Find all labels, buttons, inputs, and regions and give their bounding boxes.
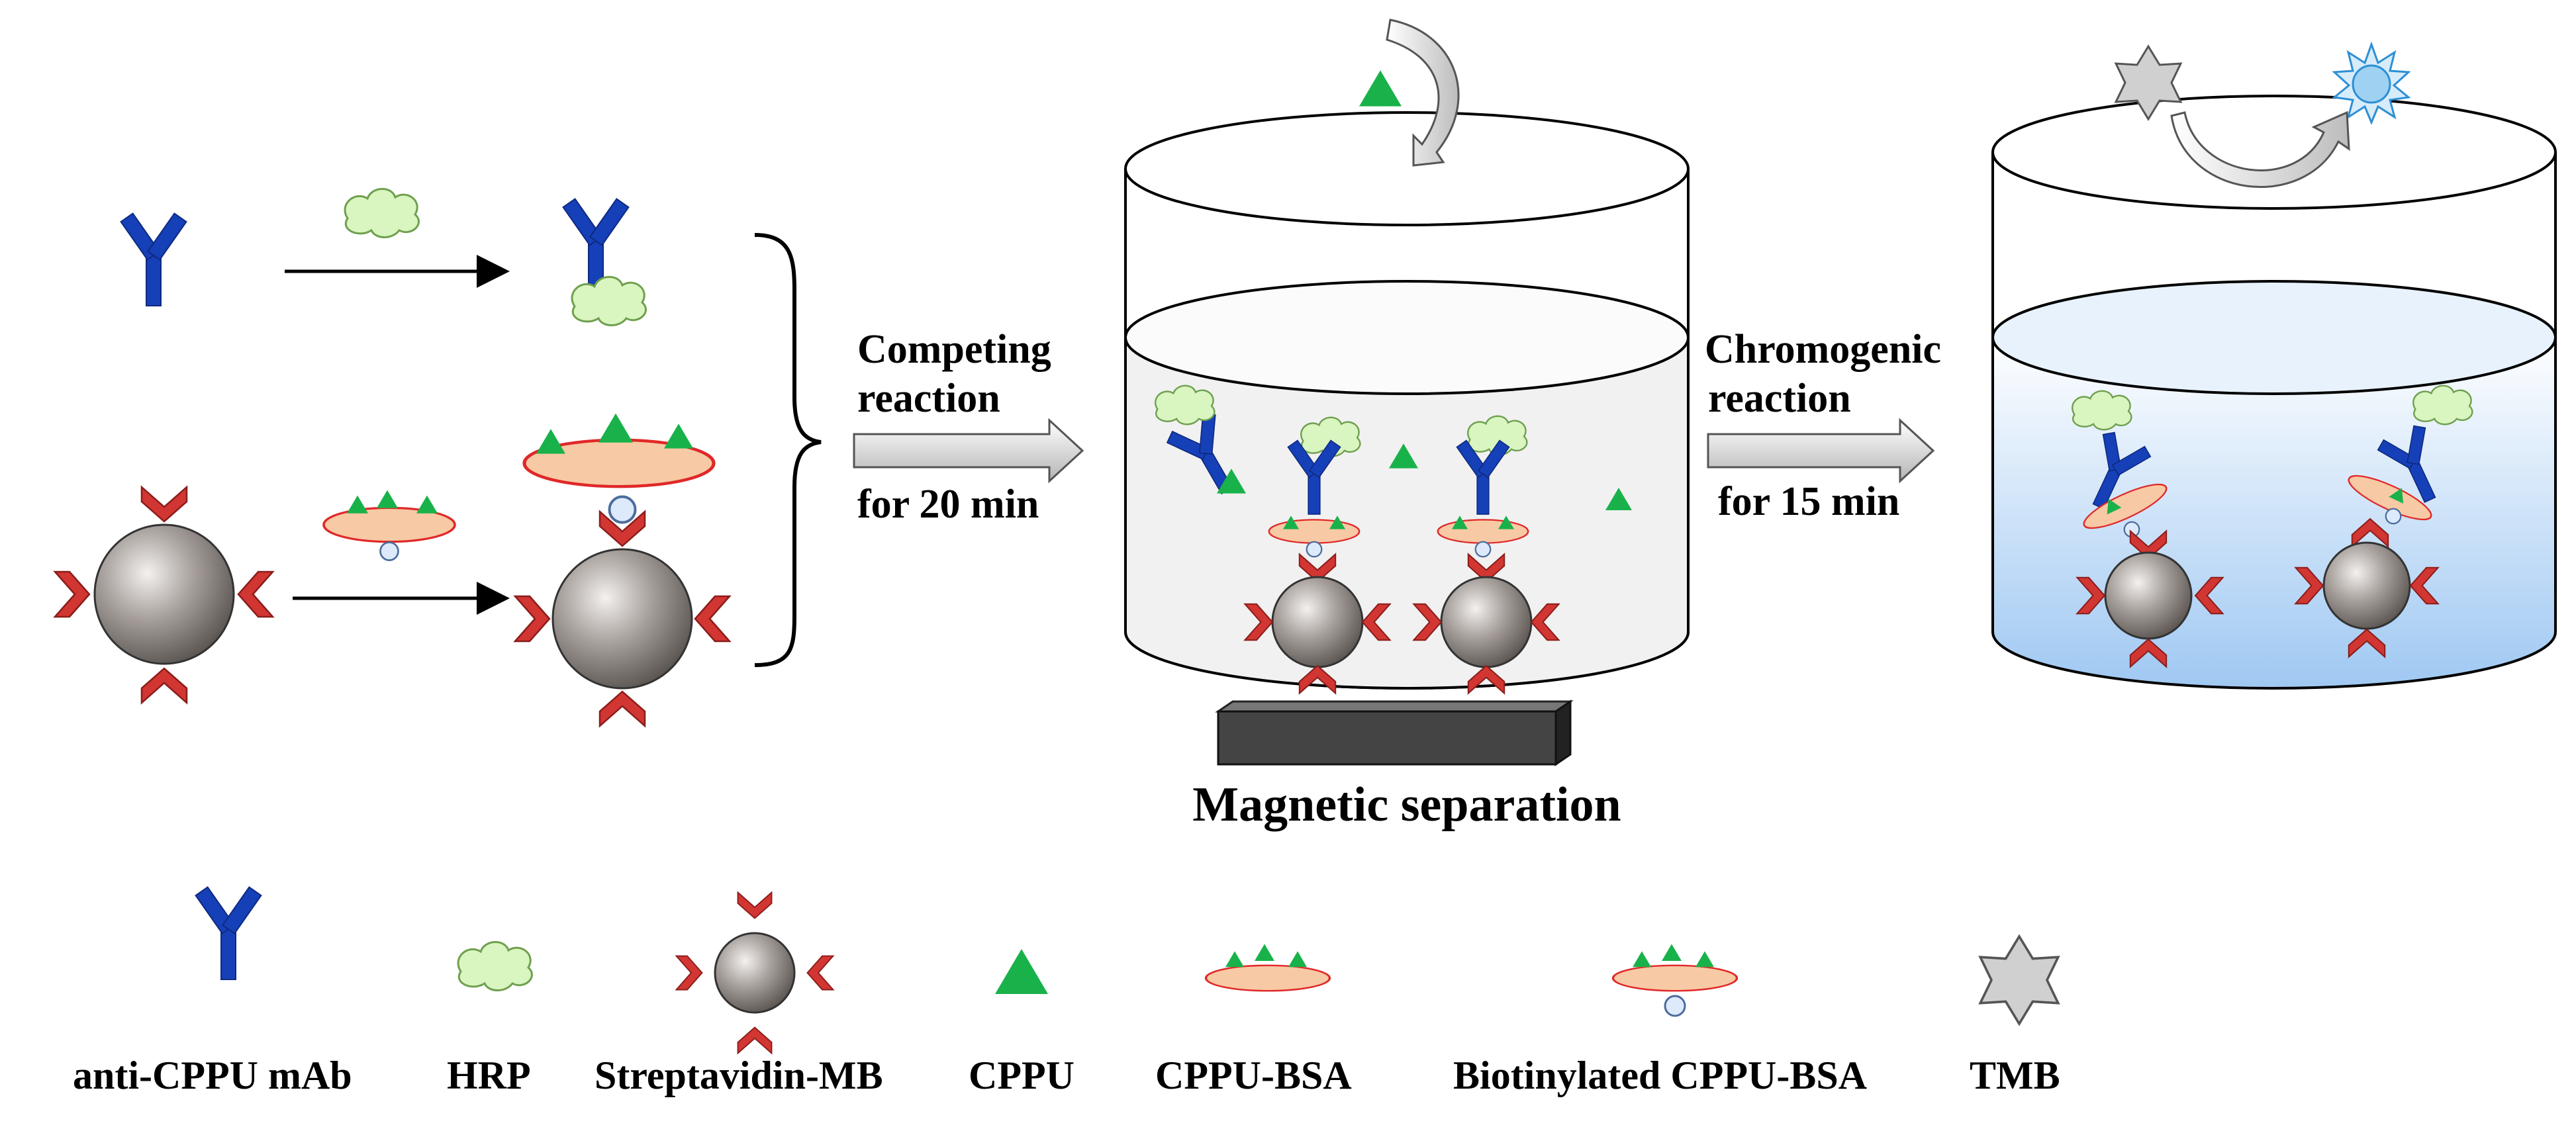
chromogenic-label-3: for 15 min (1718, 479, 1899, 524)
legend-item-antibody: anti-CPPU mAb (73, 886, 352, 1097)
bead-complex-4 (2295, 384, 2473, 658)
magnet-icon (1215, 700, 1574, 766)
streptavidin-bead-icon (675, 891, 834, 1054)
magnetic-separation-label: Magnetic separation (1192, 778, 1621, 832)
legend-label: TMB (1970, 1054, 2060, 1097)
competition-beaker: Magnetic separation (1124, 19, 1690, 832)
oxidized-tmb-icon (2332, 41, 2411, 125)
legend-item-cppu: CPPU (969, 949, 1074, 1097)
legend-item-tmb: TMB (1970, 934, 2060, 1097)
cppu-triangle-icon (1359, 70, 1402, 107)
hrp-icon (571, 275, 647, 326)
legend-item-streptavidin-mb: Streptavidin-MB (595, 891, 883, 1097)
biotinylated-cppu-bsa-icon (1611, 944, 1739, 1017)
antibody-icon (120, 212, 187, 306)
competing-label-2: reaction (857, 376, 1000, 421)
cppu-bsa-icon (1204, 944, 1331, 992)
legend-label: anti-CPPU mAb (73, 1054, 352, 1097)
cppu-triangle-icon (995, 949, 1048, 994)
grouping-brace (754, 233, 822, 667)
legend-label: Streptavidin-MB (595, 1054, 883, 1097)
hrp-icon (457, 940, 534, 991)
legend-item-cppu-bsa: CPPU-BSA (1155, 944, 1352, 1097)
chromogenic-label-2: reaction (1708, 376, 1851, 421)
chromogenic-label-1: Chromogenic (1705, 327, 1941, 372)
chromogenic-beaker (1991, 41, 2557, 690)
biotinylated-cppu-bsa-icon (322, 490, 456, 561)
antibody-hrp-icon (562, 198, 630, 292)
add-cppu-arrow-icon (1386, 19, 1460, 167)
bead-complex-3 (2072, 390, 2224, 668)
oxidation-arrow-icon (2170, 111, 2350, 189)
legend-item-hrp: HRP (447, 940, 534, 1097)
legend-label: HRP (447, 1054, 531, 1097)
chromogenic-reaction-step: Chromogenic reaction for 15 min (1705, 327, 1941, 524)
antibody-icon (195, 886, 262, 980)
antibody-hrp-conjugation (120, 187, 647, 326)
legend-label: CPPU (969, 1054, 1074, 1097)
legend: anti-CPPU mAb HRP Streptavidin-MB CPPU (73, 886, 2060, 1097)
tmb-star-icon (2114, 44, 2183, 121)
legend-label: CPPU-BSA (1155, 1054, 1352, 1097)
tmb-star-icon (1978, 934, 2060, 1026)
competing-label-3: for 20 min (857, 482, 1039, 527)
bead-conjugate-icon (514, 413, 731, 727)
streptavidin-bead-icon (54, 486, 274, 704)
legend-item-biotinylated-cppu-bsa: Biotinylated CPPU-BSA (1453, 944, 1867, 1097)
hrp-icon (344, 187, 420, 238)
legend-label: Biotinylated CPPU-BSA (1453, 1054, 1867, 1097)
competing-arrow-icon (853, 418, 1084, 484)
chromogenic-arrow-icon (1707, 418, 1935, 484)
competing-reaction-step: Competing reaction for 20 min (853, 327, 1084, 527)
competing-label-1: Competing (857, 327, 1051, 372)
bead-complex-1 (1244, 416, 1391, 694)
bead-complex-2 (1413, 415, 1560, 694)
bead-biotin-binding (54, 413, 731, 727)
